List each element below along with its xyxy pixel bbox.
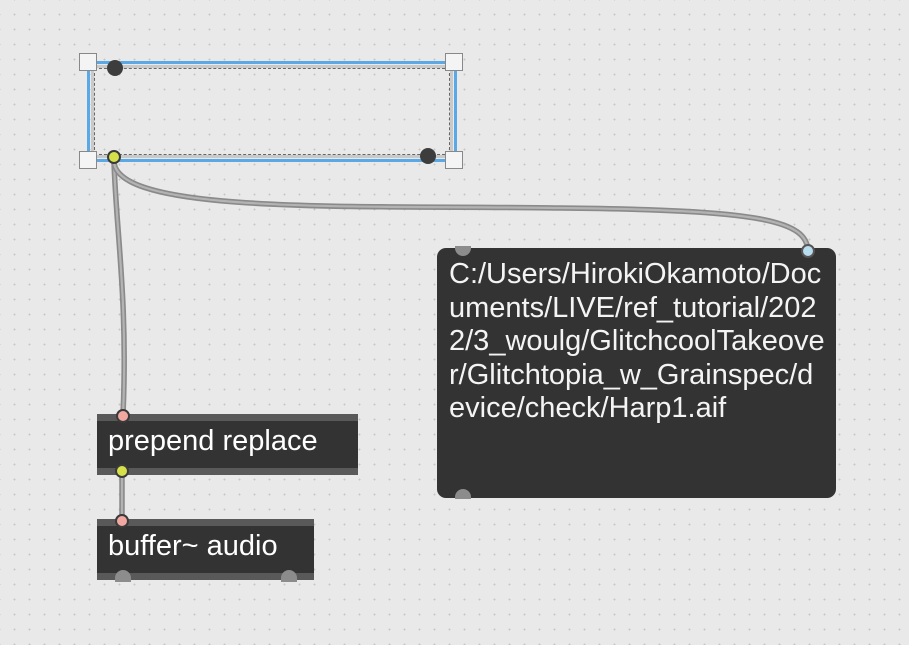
resize-handle-bottom-right[interactable]	[445, 151, 463, 169]
object-inlet-bar	[97, 519, 314, 526]
resize-handle-bottom-left[interactable]	[79, 151, 97, 169]
object-outlet-bar	[97, 468, 358, 475]
buffer-inlet-port[interactable]	[115, 514, 129, 528]
object-outlet-bar	[97, 573, 314, 580]
buffer-outlet-port-left[interactable]	[115, 570, 131, 582]
object-inlet-bar	[97, 414, 358, 421]
patch-cord-to-message[interactable]	[111, 159, 811, 255]
object-border	[91, 65, 453, 158]
prepend-inlet-port[interactable]	[116, 409, 130, 423]
buffer-outlet-port-right[interactable]	[281, 570, 297, 582]
selected-object-box[interactable]	[79, 53, 466, 170]
selection-outline	[87, 61, 457, 162]
outlet-knob-right[interactable]	[420, 148, 436, 164]
inlet-knob-left[interactable]	[107, 60, 123, 76]
message-inlet-port[interactable]	[455, 246, 471, 256]
prepend-outlet-port[interactable]	[115, 464, 129, 478]
outlet-port-left[interactable]	[107, 150, 121, 164]
object-label: prepend replace	[108, 425, 318, 457]
message-right-port[interactable]	[801, 244, 815, 258]
resize-handle-top-left[interactable]	[79, 53, 97, 71]
resize-handle-top-right[interactable]	[445, 53, 463, 71]
file-path-message-box[interactable]: C:/Users/HirokiOkamoto/Documents/LIVE/re…	[437, 248, 836, 498]
buffer-audio-object[interactable]: buffer~ audio	[97, 519, 314, 580]
prepend-replace-object[interactable]: prepend replace	[97, 414, 358, 475]
patch-cord-to-prepend[interactable]	[111, 159, 127, 418]
object-label: buffer~ audio	[108, 530, 278, 562]
message-outlet-port[interactable]	[455, 489, 471, 499]
object-dashed-frame	[94, 68, 450, 155]
message-text: C:/Users/HirokiOkamoto/Documents/LIVE/re…	[449, 258, 825, 424]
